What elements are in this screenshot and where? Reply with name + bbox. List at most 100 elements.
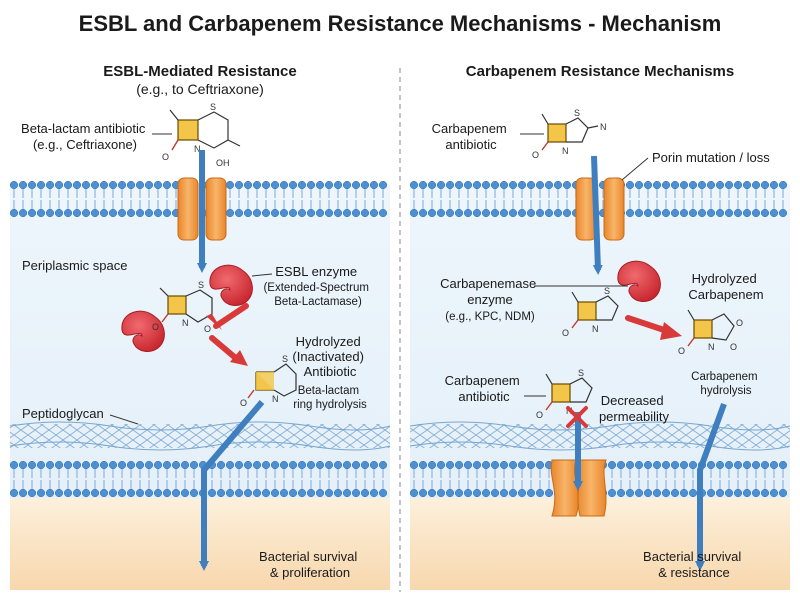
- lipid-head: [652, 488, 662, 498]
- right-peptidoglycan-layer: [409, 421, 791, 451]
- lipid-head: [18, 180, 28, 190]
- lipid-head: [778, 180, 788, 190]
- lipid-head: [769, 180, 779, 190]
- lipid-head: [634, 180, 644, 190]
- esbl-enzyme-shape-1: [209, 264, 253, 306]
- lipid-head: [369, 460, 379, 470]
- lipid-head: [117, 180, 127, 190]
- lipid-head: [9, 460, 19, 470]
- lipid-head: [144, 208, 154, 218]
- lipid-head: [261, 180, 271, 190]
- lipid-head: [9, 208, 19, 218]
- lipid-head: [279, 180, 289, 190]
- lipid-head: [18, 488, 28, 498]
- lipid-head: [144, 488, 154, 498]
- lipid-head: [724, 180, 734, 190]
- lipid-head: [243, 180, 253, 190]
- lipid-head: [252, 208, 262, 218]
- lipid-head: [778, 488, 788, 498]
- lipid-head: [526, 488, 536, 498]
- lipid-head: [751, 208, 761, 218]
- lipid-head: [481, 208, 491, 218]
- lipid-head: [688, 460, 698, 470]
- lipid-head: [279, 488, 289, 498]
- lipid-head: [436, 488, 446, 498]
- lipid-head: [535, 208, 545, 218]
- lipid-head: [306, 208, 316, 218]
- lipid-head: [454, 488, 464, 498]
- svg-text:N: N: [194, 144, 201, 154]
- lipid-head: [72, 180, 82, 190]
- lipid-head: [724, 208, 734, 218]
- lipid-head: [490, 180, 500, 190]
- lipid-head: [72, 488, 82, 498]
- lipid-head: [99, 460, 109, 470]
- lipid-head: [54, 180, 64, 190]
- lipid-head: [270, 208, 280, 218]
- lipid-head: [99, 488, 109, 498]
- peptidoglycan-label: Peptidoglycan: [22, 406, 104, 421]
- lipid-head: [243, 488, 253, 498]
- lipid-head: [225, 208, 235, 218]
- esbl-binding-arrow: [213, 303, 249, 329]
- lipid-head: [526, 208, 536, 218]
- lipid-head: [409, 488, 419, 498]
- lipid-head: [378, 488, 388, 498]
- lipid-head: [445, 180, 455, 190]
- lipid-head: [189, 488, 199, 498]
- lipid-head: [297, 460, 307, 470]
- lipid-head: [90, 208, 100, 218]
- lipid-head: [108, 208, 118, 218]
- lipid-head: [661, 488, 671, 498]
- carbapenemase-label: Carbapenemase enzyme: [440, 276, 540, 307]
- svg-text:O: O: [678, 346, 685, 356]
- lipid-head: [108, 488, 118, 498]
- lipid-head: [63, 208, 73, 218]
- lipid-head: [769, 488, 779, 498]
- lipid-head: [535, 180, 545, 190]
- hydrolysis-arrow: [209, 335, 241, 363]
- svg-text:S: S: [210, 102, 216, 112]
- lipid-head: [360, 180, 370, 190]
- carbapenem-antibiotic-label-2: Carbapenem antibiotic: [445, 373, 524, 404]
- hydrolyzed-beta-lactam-molecule: O N S: [240, 354, 297, 408]
- lipid-head: [288, 180, 298, 190]
- lipid-head: [306, 180, 316, 190]
- lipid-head: [454, 180, 464, 190]
- lipid-head: [360, 488, 370, 498]
- lipid-head: [760, 180, 770, 190]
- lipid-head: [90, 488, 100, 498]
- lipid-head: [553, 180, 563, 190]
- carbapenem-outcome-label: Bacterial survival & resistance: [643, 549, 745, 580]
- lipid-head: [544, 488, 554, 498]
- lipid-head: [643, 460, 653, 470]
- lipid-head: [99, 180, 109, 190]
- lipid-head: [45, 460, 55, 470]
- lipid-head: [45, 488, 55, 498]
- lipid-head: [499, 180, 509, 190]
- lipid-head: [369, 488, 379, 498]
- lipid-head: [90, 180, 100, 190]
- lipid-head: [189, 460, 199, 470]
- lipid-head: [634, 488, 644, 498]
- lipid-head: [733, 208, 743, 218]
- lipid-head: [378, 180, 388, 190]
- carbapenem-hydrolysis-label: Carbapenem hydrolysis: [691, 371, 761, 397]
- carbapenemase-enzyme-shape: [617, 260, 661, 302]
- lipid-head: [607, 460, 617, 470]
- lipid-head: [324, 208, 334, 218]
- lipid-head: [333, 488, 343, 498]
- lipid-head: [652, 180, 662, 190]
- lipid-head: [315, 180, 325, 190]
- lipid-head: [27, 460, 37, 470]
- left-inner-membrane: [9, 460, 388, 498]
- svg-text:S: S: [574, 108, 580, 118]
- lipid-head: [715, 460, 725, 470]
- lipid-head: [688, 208, 698, 218]
- svg-text:S: S: [604, 286, 610, 296]
- lipid-head: [135, 488, 145, 498]
- lipid-head: [670, 180, 680, 190]
- lipid-head: [162, 488, 172, 498]
- lipid-head: [81, 208, 91, 218]
